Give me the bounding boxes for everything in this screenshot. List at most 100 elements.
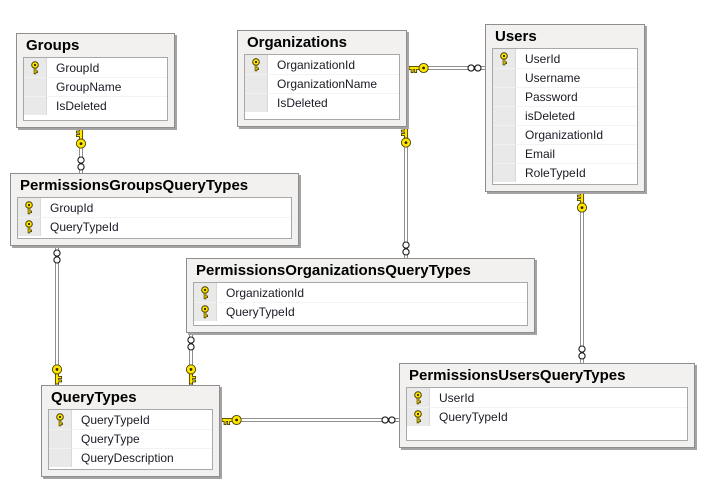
column-icon-cell	[493, 68, 516, 87]
column-name: OrganizationId	[277, 57, 356, 72]
table-organizations[interactable]: Organizations OrganizationId Organizatio…	[237, 30, 407, 127]
connector-users-permissionsusers[interactable]	[576, 192, 588, 363]
key-icon	[75, 128, 87, 149]
column-name: Username	[516, 68, 637, 87]
primary-key-icon	[407, 388, 430, 407]
table-title: PermissionsOrganizationsQueryTypes	[196, 262, 471, 279]
primary-key-icon	[18, 198, 41, 217]
column-name: IsDeleted	[268, 93, 399, 112]
table-column-grid: OrganizationId QueryTypeId	[193, 282, 528, 326]
table-row[interactable]: OrganizationId	[245, 55, 399, 74]
table-row[interactable]: Username	[493, 68, 637, 87]
table-row[interactable]: GroupId	[24, 58, 167, 77]
table-title: PermissionsGroupsQueryTypes	[20, 177, 249, 194]
column-name: QueryTypeId	[430, 407, 687, 426]
column-name: QueryType	[72, 429, 212, 448]
column-name: RoleTypeId	[516, 163, 637, 182]
column-icon-cell	[245, 74, 268, 93]
table-row[interactable]: QueryTypeId	[407, 407, 687, 426]
column-icon-cell	[493, 106, 516, 125]
infinity-icon	[467, 64, 482, 72]
table-row[interactable]: IsDeleted	[245, 93, 399, 112]
table-column-grid: UserId QueryTypeId	[406, 387, 688, 441]
column-name: QueryTypeId	[217, 302, 527, 321]
column-icon-cell	[49, 448, 72, 467]
table-row[interactable]: QueryTypeId	[194, 302, 527, 321]
column-icon-cell	[49, 429, 72, 448]
column-name: Password	[516, 87, 637, 106]
column-name: UserId	[525, 51, 561, 66]
infinity-icon	[77, 156, 85, 171]
key-icon	[408, 62, 429, 74]
column-name: OrganizationId	[226, 285, 305, 300]
column-name: GroupId	[50, 200, 94, 215]
primary-key-icon	[194, 283, 217, 302]
primary-key-icon	[407, 407, 430, 426]
table-groups[interactable]: Groups GroupId GroupName IsDeleted	[16, 33, 175, 128]
column-icon-cell	[245, 93, 268, 112]
column-name: IsDeleted	[47, 96, 167, 115]
table-column-grid: QueryTypeId QueryType QueryDescription	[48, 409, 213, 470]
table-permissionsgroupsquerytypes[interactable]: PermissionsGroupsQueryTypes GroupId Quer…	[10, 173, 299, 246]
connector-querytypes-permissionsusers[interactable]	[220, 414, 399, 426]
column-name: OrganizationName	[268, 74, 399, 93]
table-permissionsorganizationsquerytypes[interactable]: PermissionsOrganizationsQueryTypes Organ…	[186, 258, 535, 333]
connector-querytypes-permissionsorganizations[interactable]	[185, 333, 197, 385]
primary-key-icon	[18, 217, 41, 236]
table-column-grid: GroupId QueryTypeId	[17, 197, 292, 239]
column-icon-cell	[493, 125, 516, 144]
table-row[interactable]: UserId	[407, 388, 687, 407]
table-row[interactable]: OrganizationId	[194, 283, 527, 302]
table-row[interactable]: IsDeleted	[24, 96, 167, 115]
infinity-icon	[578, 345, 586, 360]
key-icon	[221, 414, 242, 426]
table-title: Groups	[26, 37, 80, 54]
table-row[interactable]: QueryTypeId	[18, 217, 291, 236]
infinity-icon	[381, 416, 396, 424]
infinity-icon	[53, 249, 61, 264]
key-icon	[576, 192, 588, 213]
table-row[interactable]: GroupId	[18, 198, 291, 217]
table-permissionsusersquerytypes[interactable]: PermissionsUsersQueryTypes UserId QueryT…	[399, 363, 695, 448]
table-row[interactable]: Email	[493, 144, 637, 163]
table-row[interactable]: QueryType	[49, 429, 212, 448]
column-name: QueryDescription	[72, 448, 212, 467]
table-column-grid: UserId Username Password isDeleted Organ…	[492, 48, 638, 185]
table-row[interactable]: GroupName	[24, 77, 167, 96]
column-name: GroupId	[56, 60, 100, 75]
primary-key-icon	[49, 410, 72, 429]
table-column-grid: OrganizationId OrganizationName IsDelete…	[244, 54, 400, 120]
table-row[interactable]: Password	[493, 87, 637, 106]
connector-querytypes-permissionsgroups[interactable]	[51, 246, 63, 385]
table-title: Users	[495, 28, 537, 45]
table-title: QueryTypes	[51, 389, 137, 406]
primary-key-icon	[245, 55, 268, 74]
table-row[interactable]: QueryTypeId	[49, 410, 212, 429]
column-icon-cell	[24, 96, 47, 115]
connector-groups-permissionsgroups[interactable]	[75, 128, 87, 173]
table-users[interactable]: Users UserId Username Password isDeleted…	[485, 24, 645, 192]
column-name: GroupName	[47, 77, 167, 96]
connector-organizations-permissionsorganizations[interactable]	[400, 127, 412, 258]
table-title: PermissionsUsersQueryTypes	[409, 367, 626, 384]
column-name: QueryTypeId	[81, 412, 150, 427]
infinity-icon	[187, 336, 195, 351]
column-icon-cell	[493, 144, 516, 163]
table-row[interactable]: UserId	[493, 49, 637, 68]
connector-organizations-users[interactable]	[407, 62, 485, 74]
column-name: OrganizationId	[516, 125, 637, 144]
table-row[interactable]: OrganizationId	[493, 125, 637, 144]
table-querytypes[interactable]: QueryTypes QueryTypeId QueryType QueryDe…	[41, 385, 220, 477]
column-name: UserId	[439, 390, 475, 405]
table-row[interactable]: OrganizationName	[245, 74, 399, 93]
column-name: QueryTypeId	[41, 217, 291, 236]
table-row[interactable]: RoleTypeId	[493, 163, 637, 182]
primary-key-icon	[194, 302, 217, 321]
table-row[interactable]: isDeleted	[493, 106, 637, 125]
table-row[interactable]: QueryDescription	[49, 448, 212, 467]
column-name: Email	[516, 144, 637, 163]
primary-key-icon	[493, 49, 516, 68]
infinity-icon	[402, 241, 410, 256]
